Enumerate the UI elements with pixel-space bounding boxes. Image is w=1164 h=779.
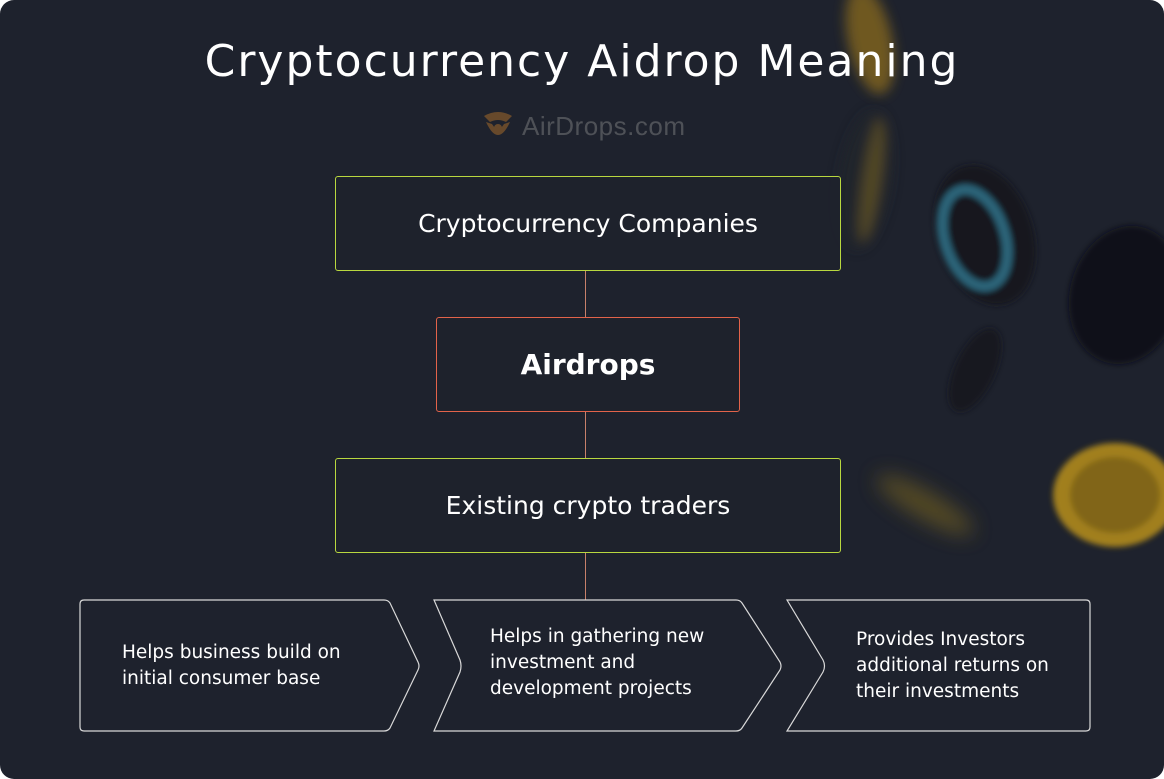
connector-line — [585, 553, 586, 600]
connector-line — [585, 412, 586, 458]
benefit-text-2: Helps in gathering new investment and de… — [490, 624, 704, 702]
flow-box-traders: Existing crypto traders — [335, 458, 841, 553]
flow-box-label: Cryptocurrency Companies — [418, 209, 758, 238]
flow-box-label: Existing crypto traders — [445, 491, 731, 520]
chevron-shape — [433, 599, 782, 732]
page-title: Cryptocurrency Aidrop Meaning — [204, 36, 960, 87]
flow-box-companies: Cryptocurrency Companies — [335, 176, 841, 271]
benefit-line: additional returns on — [856, 655, 1049, 676]
benefit-line: Helps in gathering new — [490, 626, 705, 647]
benefit-text-3: Provides Investors additional returns on… — [856, 627, 1049, 705]
benefit-text-1: Helps business build on initial consumer… — [122, 640, 341, 692]
benefit-line: Helps business build on — [122, 642, 341, 663]
watermark-text: AirDrops.com — [522, 110, 686, 141]
benefit-line: investment and — [490, 652, 636, 673]
flow-box-label: Airdrops — [520, 348, 656, 381]
benefit-line: development projects — [490, 678, 692, 699]
chevron-shape — [79, 599, 420, 732]
benefit-line: their investments — [856, 681, 1020, 702]
benefit-line: initial consumer base — [122, 668, 321, 689]
airdrops-logo-icon — [484, 112, 512, 135]
benefit-line: Provides Investors — [856, 629, 1026, 650]
watermark: AirDrops.com — [480, 108, 720, 144]
chevron-shape — [785, 599, 1091, 732]
connector-line — [585, 271, 586, 317]
flow-box-airdrops: Airdrops — [436, 317, 740, 412]
